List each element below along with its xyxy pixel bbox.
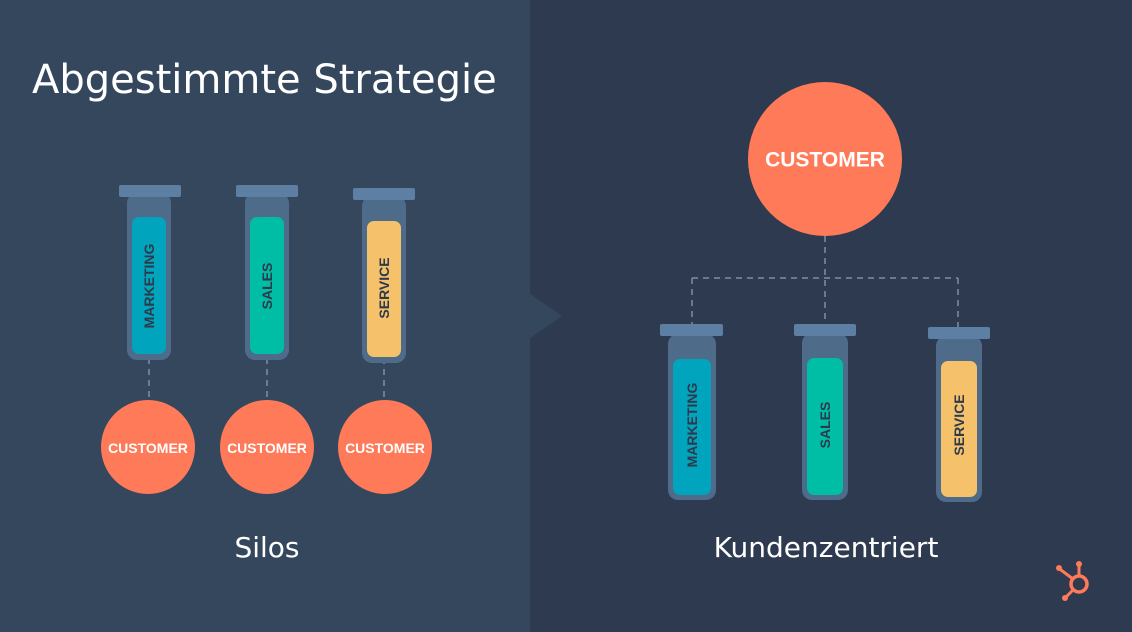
customer-circle (101, 400, 195, 494)
tube-label-marketing: MARKETING (141, 244, 157, 329)
customer-label: CUSTOMER (345, 440, 425, 456)
customer-label-large: CUSTOMER (765, 149, 885, 172)
tube-fill (367, 221, 401, 357)
tube-label-sales: SALES (817, 402, 833, 449)
caption-silos: Silos (234, 531, 299, 564)
tube-cap (353, 188, 415, 200)
tube-label-service: SERVICE (376, 257, 392, 318)
page-title: Abgestimmte Strategie (32, 57, 497, 103)
customer-label: CUSTOMER (227, 440, 307, 456)
tube-label-sales: SALES (259, 263, 275, 310)
left-tube-service: SERVICE (353, 188, 415, 402)
tube-fill (132, 217, 166, 354)
left-customer-1: CUSTOMER (101, 400, 195, 494)
customer-label: CUSTOMER (108, 440, 188, 456)
tube-fill (250, 217, 284, 354)
right-customer: CUSTOMER (748, 82, 902, 236)
tube-cap (660, 324, 723, 336)
tube-fill (807, 358, 843, 495)
customer-circle (338, 400, 432, 494)
panel-arrow (530, 294, 562, 338)
caption-kundenzentriert: Kundenzentriert (714, 531, 939, 564)
tube-cap (928, 327, 990, 339)
left-customer-3: CUSTOMER (338, 400, 432, 494)
customer-circle-large (748, 82, 902, 236)
customer-circle (220, 400, 314, 494)
left-tube-marketing: MARKETING (119, 185, 181, 402)
left-tube-sales: SALES (236, 185, 298, 402)
tube-label-service: SERVICE (951, 394, 967, 455)
tube-cap (236, 185, 298, 197)
tube-label-marketing: MARKETING (684, 383, 700, 468)
hubspot-sprocket-icon (1056, 561, 1089, 601)
left-customer-2: CUSTOMER (220, 400, 314, 494)
tube-cap (794, 324, 856, 336)
right-tube-sales: SALES (794, 324, 856, 500)
tube-fill (673, 359, 711, 495)
tube-fill (941, 361, 977, 497)
right-connectors (691, 236, 959, 332)
tube-cap (119, 185, 181, 197)
right-tube-service: SERVICE (928, 327, 990, 502)
right-tube-marketing: MARKETING (660, 324, 723, 500)
